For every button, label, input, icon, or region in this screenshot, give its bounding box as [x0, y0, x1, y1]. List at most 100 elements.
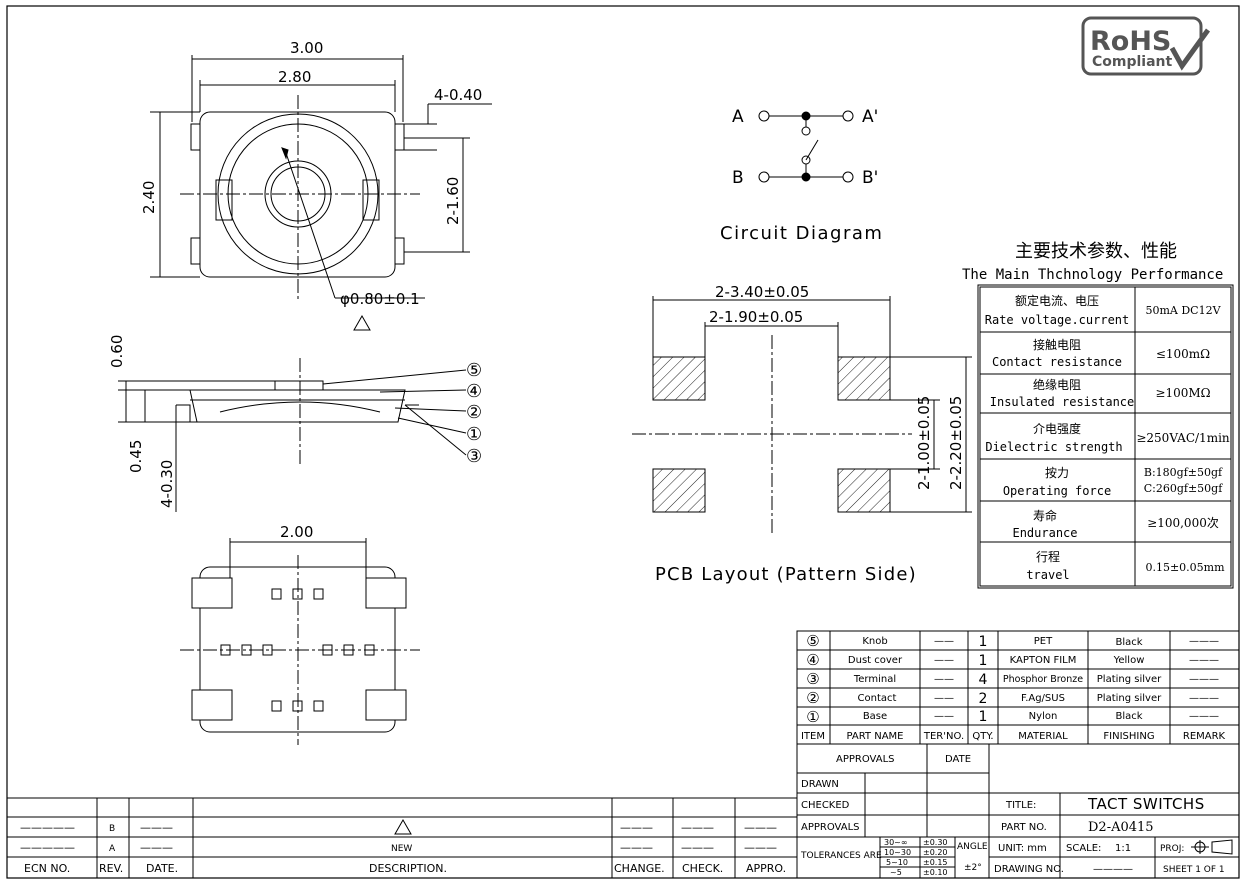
bom-header-finishing: FINISHING [1103, 731, 1154, 742]
dim-width-outer: 3.00 [290, 39, 323, 57]
bottom-view [180, 538, 420, 745]
tb-drawn: DRAWN [801, 779, 839, 790]
bom-finishing-4: Yellow [1113, 655, 1145, 666]
bom-qty-1: 1 [979, 709, 988, 725]
perf-row6-cn: 寿命 [1033, 508, 1057, 523]
dim-height: 2.40 [140, 181, 158, 214]
rev-a-change-blank: ——— [620, 841, 653, 854]
circuit-label-b: B [732, 168, 744, 188]
bom-material-5: PET [1034, 636, 1053, 647]
tb-tol-value-1: ±0.30 [923, 838, 948, 847]
tb-title-value: TACT SWITCHS [1087, 795, 1205, 813]
tb-title-label: TITLE: [1005, 800, 1036, 811]
bom-header-part: PART NAME [846, 731, 903, 742]
circuit-label-b2: B' [862, 168, 878, 188]
tb-checked: CHECKED [801, 800, 850, 811]
perf-row1-en: Rate voltage.current [985, 313, 1130, 327]
tb-tol-value-2: ±0.20 [923, 848, 948, 857]
tb-part-label: PART NO. [1001, 822, 1047, 833]
bom-part-5: Knob [862, 636, 887, 647]
tb-tol-range-2: 10~30 [884, 848, 911, 857]
rev-header-date: DATE. [146, 862, 178, 875]
perf-row5-value: B:180gf±50gf [1144, 466, 1223, 479]
bom-qty-5: 1 [979, 634, 988, 650]
perf-row4-cn: 介电强度 [1033, 421, 1081, 436]
bom-material-4: KAPTON FILM [1010, 655, 1077, 666]
tb-tol-range-4: ~5 [890, 868, 902, 877]
perf-row2-cn: 接触电阻 [1033, 337, 1081, 352]
bom-part-2: Contact [858, 693, 897, 704]
bom-remark-3: ——— [1189, 674, 1219, 685]
perf-row7-cn: 行程 [1036, 549, 1060, 564]
rev-b-check-blank: ——— [681, 821, 714, 834]
perf-row2-en: Contact resistance [992, 355, 1122, 369]
rev-a-date-blank: ——— [140, 841, 173, 854]
performance-title-cn: 主要技术参数、性能 [1015, 241, 1177, 262]
bom-item-2: ② [806, 689, 819, 707]
tb-tolerances-label: TOLERANCES ARE [800, 851, 882, 861]
title-block [796, 743, 1240, 879]
bom-finishing-2: Plating silver [1097, 693, 1162, 704]
perf-row1-cn: 额定电流、电压 [1015, 293, 1099, 308]
bom-finishing-1: Black [1115, 711, 1142, 722]
dim-bottom-width: 2.00 [280, 523, 313, 541]
bom-table [796, 630, 1240, 745]
pcb-layout [632, 296, 972, 535]
tb-scale-value: 1:1 [1115, 843, 1131, 854]
bom-header-item: ITEM [801, 731, 825, 742]
perf-row1-value: 50mA DC12V [1145, 304, 1221, 317]
pcb-dim-outer-x: 2-3.40±0.05 [715, 283, 809, 301]
rohs-line1: RoHS [1090, 26, 1171, 57]
tb-angle-value: ±2° [964, 863, 982, 873]
bom-item-3: ③ [806, 670, 819, 688]
circuit-label-a2: A' [862, 107, 878, 127]
callout-1: ① [466, 424, 482, 445]
dim-terminal: 4-0.40 [434, 86, 482, 104]
perf-row3-value: ≥100MΩ [1155, 386, 1210, 400]
tb-tol-range-3: 5~10 [886, 858, 908, 867]
bom-ter-1: —— [934, 711, 954, 722]
rev-b-change-blank: ——— [620, 821, 653, 834]
bom-remark-5: ——— [1189, 636, 1219, 647]
perf-row7-en: travel [1026, 568, 1069, 582]
tb-angle-label: ANGLE [957, 842, 988, 852]
bom-finishing-5: Black [1115, 637, 1142, 648]
bom-part-4: Dust cover [848, 655, 903, 666]
bom-part-3: Terminal [853, 674, 896, 685]
rev-header-desc: DESCRIPTION. [369, 862, 447, 875]
pcb-dim-outer-y: 2-2.20±0.05 [947, 396, 965, 490]
performance-table [977, 284, 1234, 589]
rev-header-change: CHANGE. [614, 862, 665, 875]
bom-remark-1: ——— [1189, 711, 1219, 722]
bom-ter-3: —— [934, 674, 954, 685]
tb-date-header: DATE [945, 754, 971, 765]
tb-sheet: SHEET 1 OF 1 [1163, 865, 1225, 875]
bom-material-1: Nylon [1029, 711, 1058, 722]
perf-row5-cn: 按力 [1045, 466, 1069, 480]
circuit-label-a: A [732, 107, 744, 127]
tb-approvals: APPROVALS [801, 822, 860, 833]
bom-part-1: Base [863, 711, 887, 722]
pcb-dim-inner-y: 2-1.00±0.05 [915, 396, 933, 490]
circuit-diagram [758, 110, 854, 183]
rev-header-ecn: ECN NO. [24, 862, 70, 875]
tb-proj-label: PROJ: [1160, 844, 1184, 854]
tb-scale-label: SCALE: [1066, 843, 1101, 854]
perf-row7-value: 0.15±0.05mm [1145, 561, 1225, 574]
tb-approvals-header: APPROVALS [836, 754, 895, 765]
bom-ter-2: —— [934, 693, 954, 704]
rev-header-check: CHECK. [682, 862, 723, 875]
tb-tol-value-4: ±0.10 [923, 868, 948, 877]
perf-row2-value: ≤100mΩ [1156, 347, 1210, 361]
callout-4: ④ [466, 381, 482, 402]
bom-finishing-3: Plating silver [1097, 674, 1162, 685]
tb-unit: UNIT: mm [998, 843, 1047, 854]
dim-side-term: 4-0.30 [158, 460, 176, 508]
callout-5: ⑤ [466, 360, 482, 381]
bom-material-3: Phosphor Bronze [1003, 674, 1083, 685]
tb-tol-value-3: ±0.15 [923, 858, 948, 867]
dim-side-body: 0.45 [127, 440, 145, 473]
perf-row6-value: ≥100,000次 [1147, 516, 1219, 530]
circuit-title: Circuit Diagram [720, 223, 883, 244]
perf-row3-cn: 绝缘电阻 [1033, 377, 1081, 392]
